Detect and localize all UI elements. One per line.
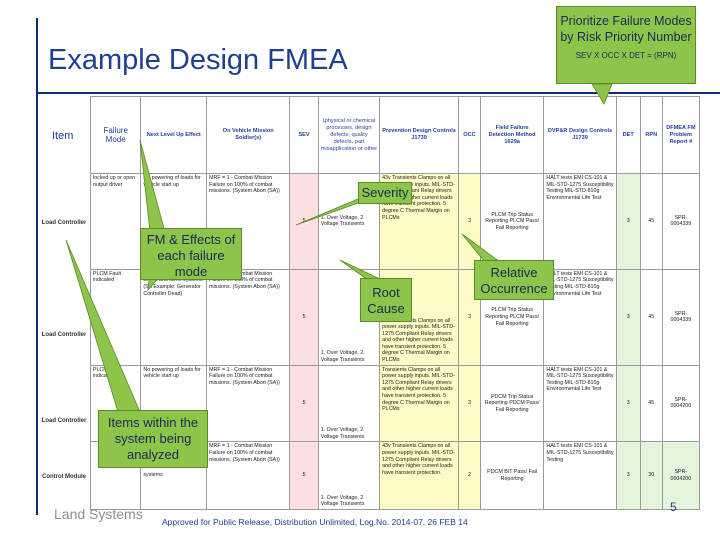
- cell-mode: locked up or open output driver: [89, 173, 142, 270]
- header-dvpr: DVP&R Design Controls J1739: [543, 96, 617, 174]
- cell-det: 3: [615, 364, 641, 443]
- release-footer: Approved for Public Release, Distributio…: [162, 517, 468, 527]
- cell-occ: 2: [457, 441, 481, 510]
- table-row: PLCM Fault indicated No powering of load…: [89, 364, 701, 443]
- cell-det: 3: [615, 441, 641, 510]
- header-report: DFMEA FM Problem Report #: [661, 96, 701, 174]
- header-cause: (physical or chemical processes, design …: [317, 96, 381, 174]
- fm-pointer-1: [139, 139, 166, 233]
- rpn-formula: SEV X OCC X DET = (RPN): [575, 51, 677, 60]
- cell-report: SPR-0004200: [661, 364, 701, 443]
- cell-prevention: 43v Transients Clamps on all power suppl…: [379, 441, 459, 510]
- header-effect: Next Level Up Effect: [140, 96, 208, 174]
- cell-sev: 5: [289, 268, 319, 366]
- header-occ: OCC: [457, 96, 481, 174]
- cell-vehicle: MRF = 1 - Combat Mission Failure on 100%…: [206, 441, 291, 510]
- company-logo: Land Systems: [54, 506, 143, 522]
- header-rule: [36, 92, 720, 94]
- occurrence-callout: Relative Occurrence: [474, 260, 554, 300]
- cell-report: SPR-0004339: [661, 173, 701, 270]
- item-label-2: Load Controller: [41, 332, 87, 338]
- header-row: Failure Mode Next Level Up Effect On Veh…: [89, 96, 701, 174]
- item-label-1: Load Controller: [41, 220, 87, 226]
- items-pointer: [65, 239, 141, 413]
- cell-detection: PDCM BIT Pass/ Fail Reporting: [479, 441, 545, 510]
- cell-sev: 5: [289, 441, 319, 510]
- table-row: systems MRF = 1 - Combat Mission Failure…: [89, 441, 701, 510]
- cell-det: 3: [615, 173, 641, 270]
- cell-report: SPR-0004339: [661, 268, 701, 366]
- fm-effects-callout: FM & Effects of each failure mode: [140, 228, 242, 280]
- cell-dvpr: HALT tests EMI CS-101 & MIL-STD-1275 Sus…: [543, 441, 617, 510]
- items-callout: Items within the system being analyzed: [98, 410, 208, 468]
- cell-prevention: Transients Clamps on all power supply in…: [379, 364, 459, 443]
- header-det: DET: [615, 96, 641, 174]
- item-label-4: Control Module: [42, 474, 86, 480]
- cell-report: SPR-0004200: [661, 441, 701, 510]
- cell-detection: PDCM Trip Status Reporting PDCM Pass/ Fa…: [479, 364, 545, 443]
- priority-callout: Prioritize Failure Modes by Risk Priorit…: [556, 6, 696, 84]
- fmea-table: Failure Mode Next Level Up Effect On Veh…: [89, 96, 701, 510]
- page-number: 5: [670, 500, 677, 514]
- priority-pointer: [591, 83, 613, 105]
- root-cause-callout: Root Cause: [360, 278, 412, 322]
- cell-det: 3: [615, 268, 641, 366]
- header-prevention: Prevention Design Controls J1739: [379, 96, 459, 174]
- item-label-3: Load Controller: [41, 418, 87, 424]
- cell-occ: 3: [457, 364, 481, 443]
- root-cause-pointer: [339, 259, 383, 281]
- cell-vehicle: MRF = 1 - Combat Mission Failure on 100%…: [206, 364, 291, 443]
- occurrence-pointer: [461, 233, 502, 263]
- cell-dvpr: HALT tests EMI CS-101 & MIL-STD-1275 Sus…: [543, 173, 617, 270]
- cell-vehicle: MRF = 1 - Combat Mission Failure on 100%…: [206, 268, 291, 366]
- cell-occ: 3: [457, 173, 481, 270]
- cell-sev: 5: [289, 364, 319, 443]
- cell-detection: PLCM Trip Status Reporting PLCM Pass/ Fa…: [479, 173, 545, 270]
- slide-title: Example Design FMEA: [48, 44, 348, 76]
- cell-rpn: 45: [639, 173, 663, 270]
- header-detection: Field Failure Detection Method 1629a: [479, 96, 545, 174]
- header-sev: SEV: [289, 96, 319, 174]
- cell-cause: 1. Over Voltage, 2. Voltage Transients: [317, 364, 381, 443]
- severity-callout: Severity: [358, 182, 412, 204]
- priority-text: Prioritize Failure Modes by Risk Priorit…: [560, 14, 692, 44]
- item-column-label: Item: [52, 130, 74, 142]
- header-rpn: RPN: [639, 96, 663, 174]
- header-failure-mode: Failure Mode: [89, 96, 142, 174]
- left-rule: [36, 18, 38, 515]
- cell-dvpr: HALT tests EMI CS-101 & MIL-STD-1275 Sus…: [543, 364, 617, 443]
- cell-cause: 1. Over Voltage, 2. Voltage Transients: [317, 441, 381, 510]
